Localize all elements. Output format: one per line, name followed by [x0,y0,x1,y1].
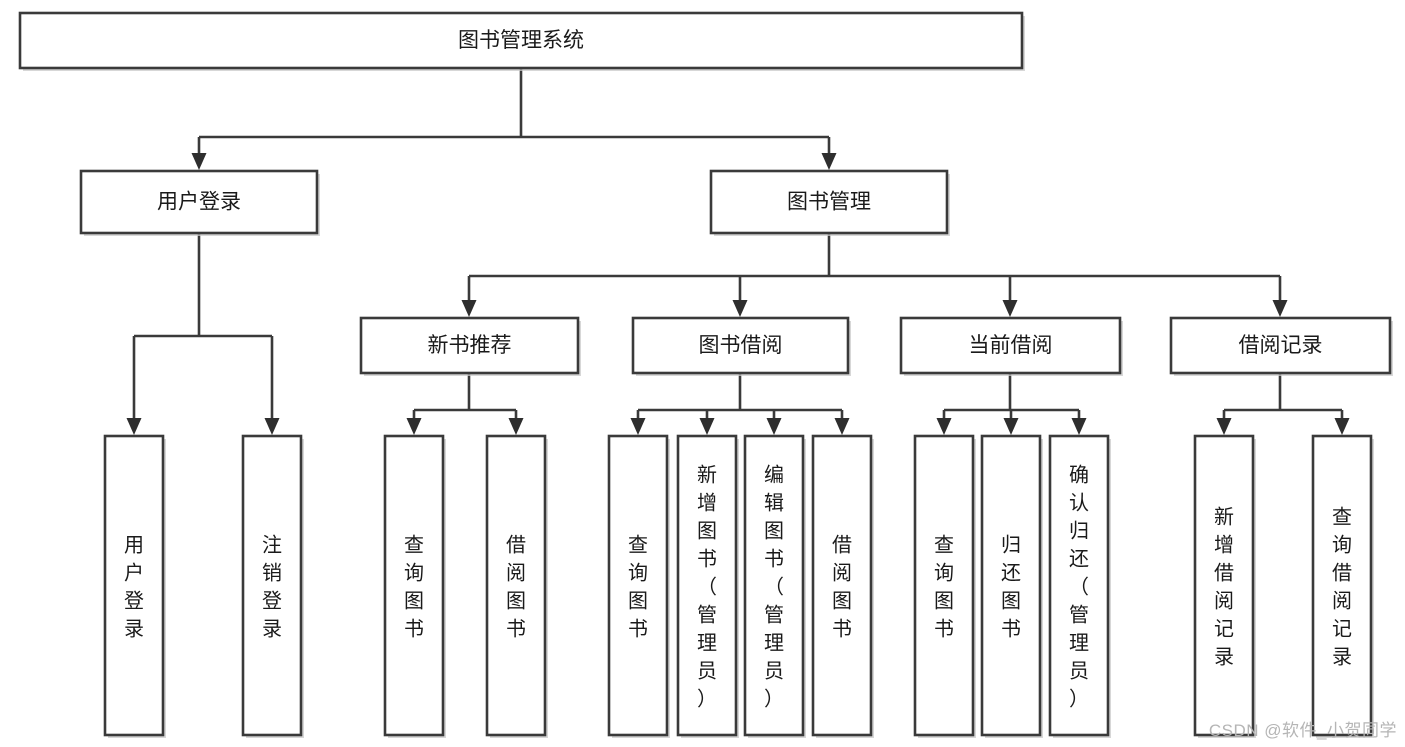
arrow-heads-group [126,153,1350,435]
node-user-login[interactable]: 用户登录 [79,169,320,236]
node-label: 图书管理 [787,191,871,214]
node-leaf-user-logout[interactable]: 注销登录 [241,434,304,738]
node-label: 查询图书 [934,533,954,640]
node-rect [676,434,738,737]
node-label: 新书推荐 [428,334,512,357]
node-book-management[interactable]: 图书管理 [709,169,950,236]
node-leaf-add-borrow-record[interactable]: 新增借阅记录 [1193,434,1256,738]
node-rect [743,434,805,737]
arrow-leaf-query-book-borrow [630,418,646,435]
arrow-user-login [191,153,207,170]
node-leaf-user-login[interactable]: 用户登录 [103,434,166,738]
node-current-borrow[interactable]: 当前借阅 [899,316,1123,376]
arrow-leaf-query-borrow-record [1334,418,1350,435]
node-new-book-recommend[interactable]: 新书推荐 [359,316,581,376]
arrow-record [1272,300,1288,317]
arrow-leaf-query-book-recommend [406,418,422,435]
node-label: 注销登录 [262,533,282,640]
node-label: 新增借阅记录 [1214,505,1234,668]
node-leaf-borrow-book[interactable]: 借阅图书 [811,434,874,738]
node-label: 编辑图书（管理员） [764,463,784,710]
node-label: 借阅图书 [832,533,852,640]
arrow-book-management [821,153,837,170]
node-label: 当前借阅 [969,334,1053,357]
arrow-recommend [461,300,477,317]
node-rect [811,434,873,737]
node-rect [1311,434,1373,737]
arrow-current [1002,300,1018,317]
node-leaf-return-book[interactable]: 归还图书 [980,434,1043,738]
node-rect [79,169,319,235]
node-rect [485,434,547,737]
node-leaf-confirm-return[interactable]: 确认归还（管理员） [1048,434,1111,738]
node-leaf-borrow-book-recommend[interactable]: 借阅图书 [485,434,548,738]
node-label: 确认归还（管理员） [1069,463,1089,710]
node-rect [1048,434,1110,737]
node-rect [1169,316,1392,375]
arrow-leaf-confirm-return [1071,418,1087,435]
node-rect [631,316,850,375]
arrow-leaf-return-book [1003,418,1019,435]
node-label: 新增图书（管理员） [697,463,717,710]
node-rect [359,316,580,375]
arrow-borrow [732,300,748,317]
node-label: 借阅图书 [506,533,526,640]
node-rect [913,434,975,737]
arrow-leaf-user-login [126,418,142,435]
node-label: 查询图书 [628,533,648,640]
node-leaf-query-book-recommend[interactable]: 查询图书 [383,434,446,738]
node-rect [899,316,1122,375]
node-label: 用户登录 [157,191,241,214]
node-label: 图书管理系统 [458,29,584,52]
arrow-leaf-query-book-current [936,418,952,435]
node-label: 查询借阅记录 [1332,505,1352,668]
arrow-leaf-borrow-book [834,418,850,435]
arrow-leaf-add-borrow-record [1216,418,1232,435]
node-rect [980,434,1042,737]
node-label: 用户登录 [124,534,144,640]
node-rect [1193,434,1255,737]
node-rect [709,169,949,235]
arrow-leaf-edit-book [766,418,782,435]
arrow-leaf-add-book [699,418,715,435]
node-leaf-query-book-current[interactable]: 查询图书 [913,434,976,738]
node-rect [383,434,445,737]
node-label: 借阅记录 [1239,334,1323,357]
node-rect [607,434,669,737]
node-boxes-group: 图书管理系统用户登录图书管理新书推荐图书借阅当前借阅借阅记录用户登录注销登录查询… [18,11,1393,738]
node-root[interactable]: 图书管理系统 [18,11,1025,71]
node-label: 查询图书 [404,533,424,640]
node-label: 图书借阅 [699,334,783,357]
node-leaf-add-book[interactable]: 新增图书（管理员） [676,434,739,738]
arrow-leaf-borrow-book-recommend [508,418,524,435]
arrow-leaf-user-logout [264,418,280,435]
node-rect [241,434,303,737]
node-label: 归还图书 [1001,533,1021,640]
node-leaf-query-borrow-record[interactable]: 查询借阅记录 [1311,434,1374,738]
node-rect [18,11,1024,70]
node-leaf-query-book-borrow[interactable]: 查询图书 [607,434,670,738]
node-leaf-edit-book[interactable]: 编辑图书（管理员） [743,434,806,738]
node-borrow-record[interactable]: 借阅记录 [1169,316,1393,376]
node-book-borrow[interactable]: 图书借阅 [631,316,851,376]
node-rect [103,434,165,737]
